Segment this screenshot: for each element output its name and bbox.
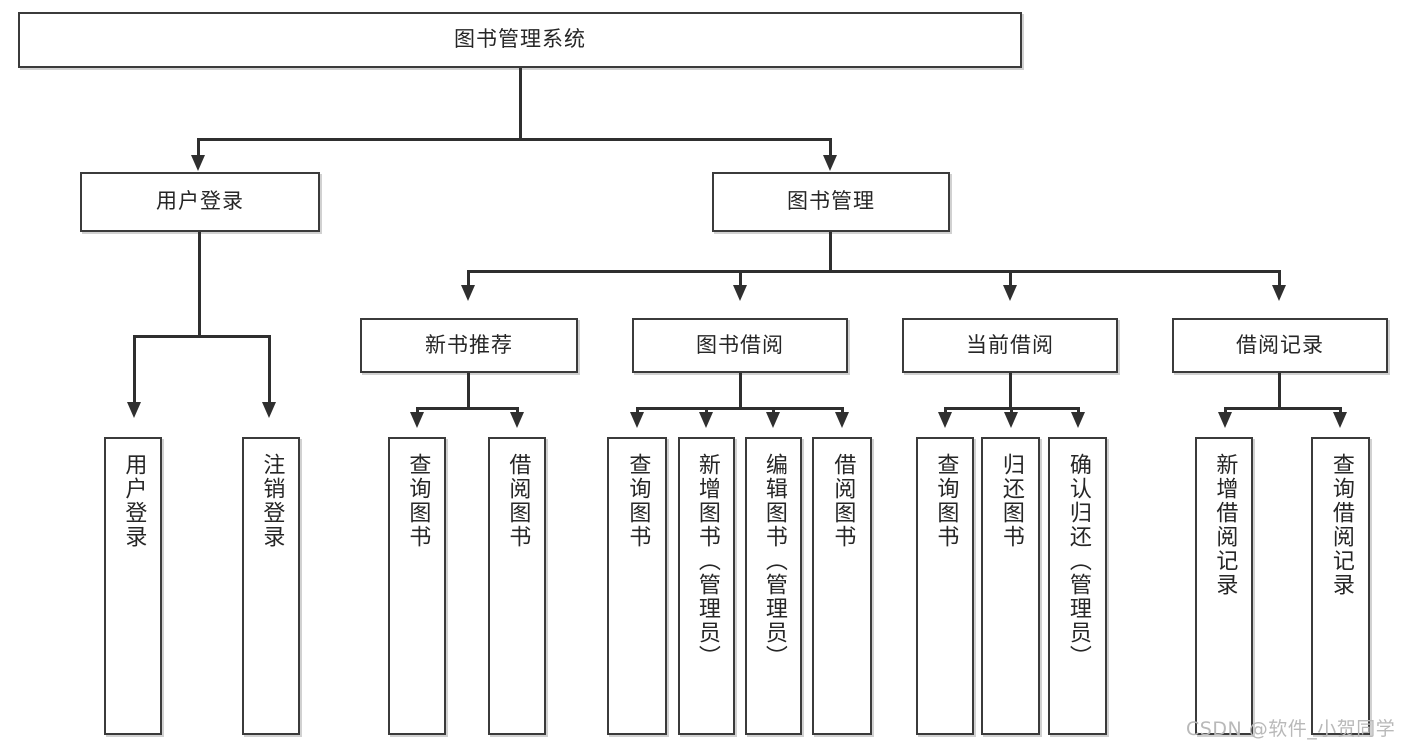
node-borrow-record[interactable]: 借阅记录 <box>1172 318 1388 373</box>
node-label: 注销登录 <box>259 453 285 549</box>
connector-root-to-book-mgmt <box>829 138 832 158</box>
connector-root-to-user-login <box>197 138 200 158</box>
connector-user-login-rail <box>133 335 271 338</box>
arrow-root-to-user-login <box>191 155 205 171</box>
arrow-book-mgmt-to-new-book <box>461 285 475 301</box>
connector-new-book-stem <box>467 373 470 409</box>
arrow-book-mgmt-to-borrow <box>733 285 747 301</box>
connector-borrow-record-branch-1 <box>1224 407 1227 415</box>
connector-book-borrow-branch-2 <box>705 407 708 415</box>
node-label: 借阅记录 <box>1236 332 1324 357</box>
node-leaf-return-book[interactable]: 归还图书 <box>981 437 1040 735</box>
connector-book-borrow-branch-4 <box>841 407 844 415</box>
connector-new-book-rail <box>416 407 518 410</box>
node-leaf-query-book-recommend[interactable]: 查询图书 <box>388 437 446 735</box>
node-current-borrow[interactable]: 当前借阅 <box>902 318 1118 373</box>
connector-borrow-record-rail <box>1224 407 1341 410</box>
arrow-new-book-leaf-1 <box>410 412 424 428</box>
connector-book-mgmt-branch-3 <box>1009 270 1012 288</box>
node-leaf-borrow-book-recommend[interactable]: 借阅图书 <box>488 437 546 735</box>
node-label: 确认归还（管理员） <box>1065 453 1091 669</box>
node-label: 借阅图书 <box>830 453 856 549</box>
connector-current-borrow-stem <box>1009 373 1012 409</box>
node-book-management[interactable]: 图书管理 <box>712 172 950 232</box>
arrow-user-login-leaf-1 <box>127 402 141 418</box>
arrow-book-borrow-leaf-2 <box>699 412 713 428</box>
connector-book-borrow-rail <box>636 407 843 410</box>
connector-user-login-stem <box>198 232 201 337</box>
node-label: 图书管理系统 <box>454 27 586 52</box>
connector-book-borrow-branch-3 <box>772 407 775 415</box>
arrow-current-borrow-leaf-1 <box>938 412 952 428</box>
node-label: 图书借阅 <box>696 332 784 357</box>
node-label: 查询借阅记录 <box>1328 453 1354 597</box>
arrow-current-borrow-leaf-2 <box>1004 412 1018 428</box>
arrow-borrow-record-leaf-2 <box>1333 412 1347 428</box>
arrow-book-borrow-leaf-3 <box>766 412 780 428</box>
node-label: 查询图书 <box>933 453 959 549</box>
arrow-current-borrow-leaf-3 <box>1071 412 1085 428</box>
node-label: 查询图书 <box>405 453 431 549</box>
node-leaf-confirm-return-admin[interactable]: 确认归还（管理员） <box>1048 437 1107 735</box>
connector-current-borrow-branch-1 <box>944 407 947 415</box>
arrow-book-mgmt-to-record <box>1272 285 1286 301</box>
node-leaf-borrow-book[interactable]: 借阅图书 <box>812 437 872 735</box>
arrow-book-borrow-leaf-1 <box>630 412 644 428</box>
connector-user-login-branch-2 <box>268 335 271 405</box>
connector-new-book-branch-1 <box>416 407 419 415</box>
node-leaf-add-book-admin[interactable]: 新增图书（管理员） <box>678 437 735 735</box>
arrow-book-borrow-leaf-4 <box>835 412 849 428</box>
connector-book-mgmt-stem <box>829 232 832 272</box>
connector-root-rail <box>197 138 831 141</box>
node-label: 新书推荐 <box>425 332 513 357</box>
connector-borrow-record-stem <box>1278 373 1281 409</box>
arrow-root-to-book-mgmt <box>823 155 837 171</box>
node-label: 当前借阅 <box>966 332 1054 357</box>
connector-book-borrow-stem <box>739 373 742 409</box>
node-new-book-recommend[interactable]: 新书推荐 <box>360 318 578 373</box>
node-leaf-logout[interactable]: 注销登录 <box>242 437 300 735</box>
connector-root-stem <box>519 68 522 140</box>
node-label: 新增借阅记录 <box>1212 453 1238 597</box>
node-leaf-add-borrow-record[interactable]: 新增借阅记录 <box>1195 437 1253 735</box>
node-leaf-query-book-borrow[interactable]: 查询图书 <box>607 437 667 735</box>
node-root-system[interactable]: 图书管理系统 <box>18 12 1022 68</box>
connector-book-mgmt-branch-4 <box>1278 270 1281 288</box>
watermark-text: CSDN @软件_小贺同学 <box>1186 718 1396 740</box>
arrow-new-book-leaf-2 <box>510 412 524 428</box>
node-leaf-query-borrow-record[interactable]: 查询借阅记录 <box>1311 437 1370 735</box>
node-label: 图书管理 <box>787 189 875 214</box>
node-book-borrow[interactable]: 图书借阅 <box>632 318 848 373</box>
node-label: 查询图书 <box>625 453 651 549</box>
node-label: 新增图书（管理员） <box>694 453 720 669</box>
connector-new-book-branch-2 <box>516 407 519 415</box>
node-label: 用户登录 <box>121 453 147 549</box>
connector-book-mgmt-branch-1 <box>467 270 470 288</box>
connector-user-login-branch-1 <box>133 335 136 405</box>
node-label: 借阅图书 <box>505 453 531 549</box>
connector-book-mgmt-rail <box>467 270 1278 273</box>
node-label: 编辑图书（管理员） <box>761 453 787 669</box>
arrow-user-login-leaf-2 <box>262 402 276 418</box>
connector-book-mgmt-branch-2 <box>739 270 742 288</box>
node-label: 归还图书 <box>998 453 1024 549</box>
node-leaf-user-login[interactable]: 用户登录 <box>104 437 162 735</box>
node-label: 用户登录 <box>156 189 244 214</box>
node-leaf-query-book-current[interactable]: 查询图书 <box>916 437 974 735</box>
connector-current-borrow-branch-2 <box>1010 407 1013 415</box>
node-leaf-edit-book-admin[interactable]: 编辑图书（管理员） <box>745 437 802 735</box>
connector-current-borrow-branch-3 <box>1077 407 1080 415</box>
node-user-login[interactable]: 用户登录 <box>80 172 320 232</box>
arrow-book-mgmt-to-current <box>1003 285 1017 301</box>
connector-borrow-record-branch-2 <box>1339 407 1342 415</box>
arrow-borrow-record-leaf-1 <box>1218 412 1232 428</box>
connector-book-borrow-branch-1 <box>636 407 639 415</box>
